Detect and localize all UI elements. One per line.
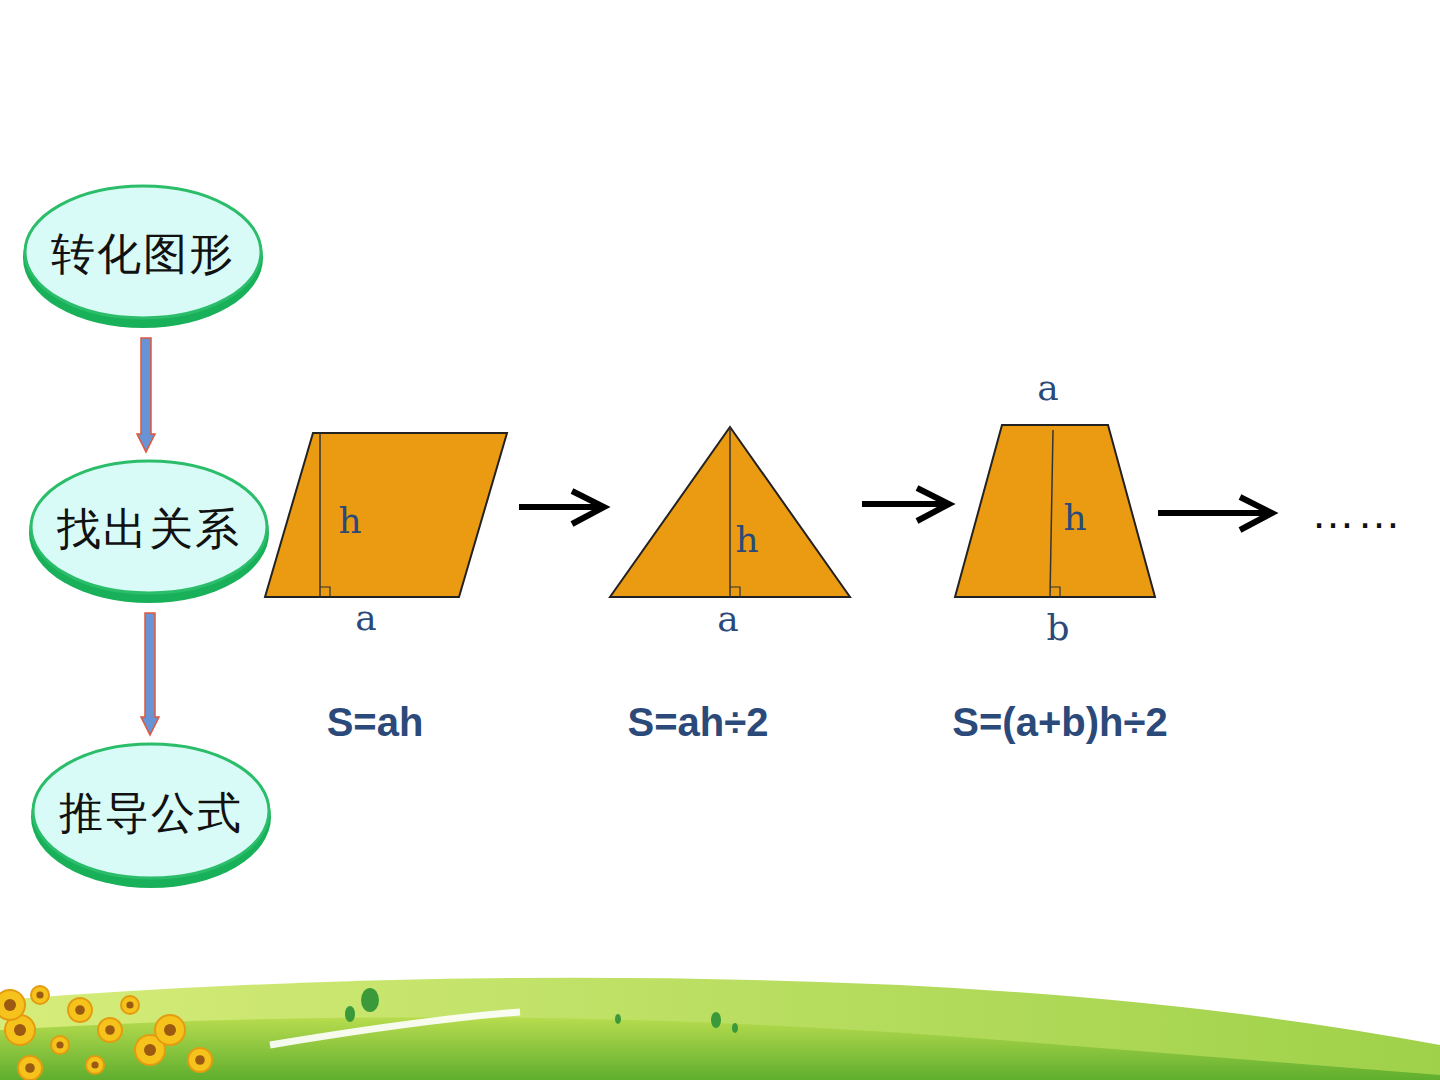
ellipse-fill [33,744,269,878]
right-angle-mark [1050,587,1060,597]
right-angle-mark [320,587,330,597]
step-label: 找出关系 [57,500,241,559]
arrow-head [917,488,949,521]
flower [68,998,92,1022]
step-text-wrap: 推导公式 [29,738,273,888]
ellipsis: …… [1311,491,1403,535]
triangle-shape [610,427,850,597]
flower [188,1048,212,1072]
flower [121,996,139,1014]
step-ellipse: 推导公式 [29,738,273,888]
triangle-figure: ha [610,427,850,597]
flower [31,986,49,1004]
grass-hill [0,1017,1440,1080]
step-text-wrap: 转化图形 [21,180,265,328]
flower-center [105,1025,115,1035]
flow-arrow [519,491,604,524]
flower-center [126,1001,133,1008]
arrow-head [572,491,604,524]
parallelogram-outline [265,433,507,597]
flower-center [36,991,43,998]
flower-center [195,1055,205,1065]
flow-arrow [141,613,159,735]
trapezoid-outline [955,425,1155,597]
step-text-wrap: 找出关系 [27,455,271,603]
step-ellipse: 转化图形 [21,180,265,328]
flower-center [14,1024,26,1036]
path-road [270,1012,520,1045]
parallelogram-figure: ha [265,433,507,597]
arrow-shaft [862,501,945,507]
grass-hill [0,978,1440,1080]
height-line [729,427,731,597]
flower-center [75,1005,85,1015]
height-line [1050,430,1053,597]
dimension-letter: h [338,503,361,539]
flow-arrow [137,338,155,452]
flower-center [144,1044,156,1056]
trees [345,988,738,1033]
block-arrow [141,613,159,735]
flower-center [4,999,16,1011]
flow-arrow [862,488,949,521]
flowers [0,986,212,1080]
block-arrow [137,338,155,452]
flower [155,1015,185,1045]
flower-center [164,1024,176,1036]
flower [98,1018,122,1042]
dimension-letter: a [355,600,376,636]
flower-center [25,1063,35,1073]
dimension-letter: b [1046,610,1069,646]
dimension-letter: a [1037,370,1058,406]
flower [18,1056,42,1080]
right-angle-mark [730,587,740,597]
trapezoid-shape [955,425,1155,597]
flower [0,990,25,1020]
trailing-arrow [1158,497,1272,530]
triangle-outline [610,427,850,597]
flower-center [56,1041,63,1048]
dimension-letter: h [735,522,758,558]
area-formula: S=ah÷2 [628,702,769,742]
trapezoid-figure: ahb [955,425,1155,597]
flower [51,1036,69,1054]
step-label: 转化图形 [51,225,235,284]
flower-center [91,1061,98,1068]
ellipse-fill [25,186,261,318]
height-line [319,433,321,597]
dimension-letter: h [1063,500,1086,536]
step-ellipse: 找出关系 [27,455,271,603]
flower [86,1056,104,1074]
dimension-letter: a [717,601,738,637]
arrow-shaft [519,504,600,510]
ellipse-fill [31,461,267,593]
area-formula: S=(a+b)h÷2 [952,702,1167,742]
area-formula: S=ah [327,702,424,742]
parallelogram-shape [265,433,507,597]
step-label: 推导公式 [59,784,243,843]
